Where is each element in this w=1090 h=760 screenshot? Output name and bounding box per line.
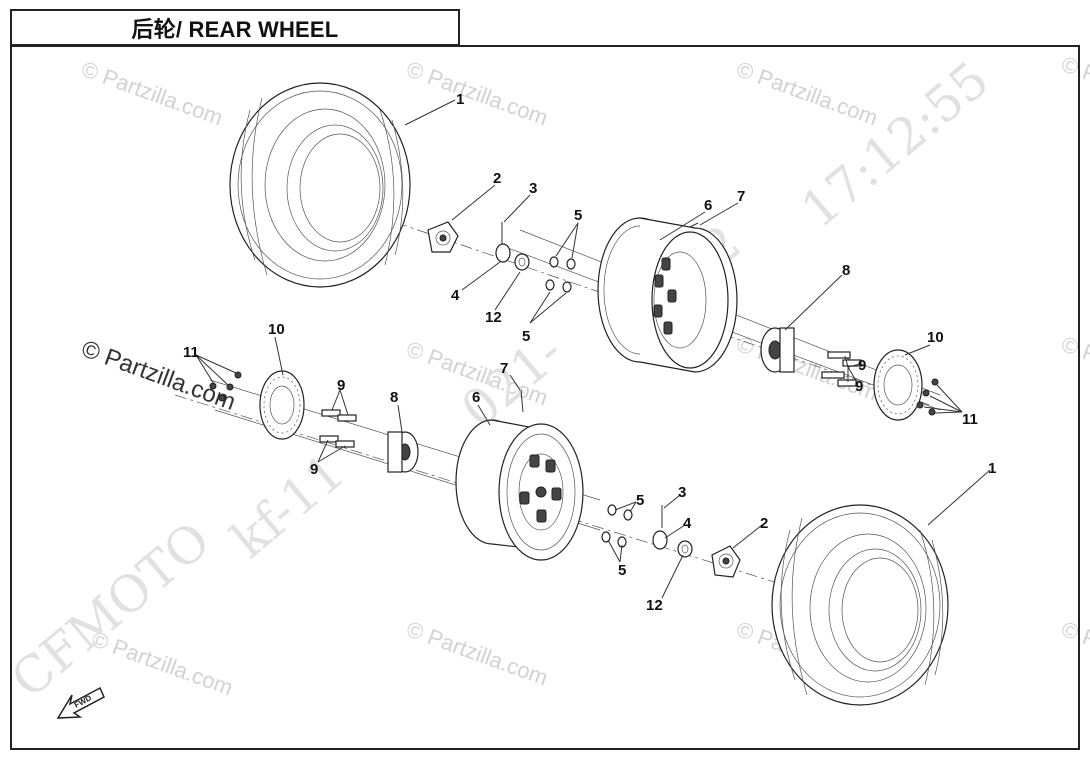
watermark-partzilla: © Partzilla.com (403, 616, 551, 690)
studs-upper (821, 351, 862, 387)
watermark-time: 17:12:55 (790, 50, 999, 239)
callout-4: 4 (451, 287, 460, 304)
callout-4: 4 (683, 515, 692, 532)
nut-upper (495, 243, 511, 263)
rim-upper (597, 217, 738, 373)
callout-11: 11 (962, 411, 978, 428)
callout-6: 6 (472, 389, 480, 406)
callout-5: 5 (574, 207, 582, 224)
callout-3: 3 (529, 180, 537, 197)
watermark-partzilla: © Partzilla.com (403, 56, 551, 130)
valve-upper (689, 222, 699, 228)
callout-11: 11 (183, 344, 199, 361)
callout-2: 2 (760, 515, 768, 532)
callout-9: 9 (858, 357, 866, 374)
brake-disc-upper (873, 349, 923, 421)
callout-6: 6 (704, 197, 712, 214)
watermark-partzilla: © Partzilla.com (1058, 51, 1090, 125)
bolts-lower (209, 371, 242, 402)
lug-nuts-lower (601, 504, 633, 548)
fwd-arrow-icon: FWD (56, 686, 105, 719)
watermark-partzilla-large: © Partzilla.com (78, 335, 239, 416)
callout-7: 7 (737, 188, 745, 205)
upper-assembly (229, 82, 941, 421)
rim-lower (455, 419, 584, 561)
callout-8: 8 (390, 389, 398, 406)
callout-2: 2 (493, 170, 501, 187)
leader-lines (195, 99, 991, 599)
bolts-upper (916, 378, 939, 416)
diagram-frame (10, 45, 1080, 750)
valve-lower (520, 389, 524, 413)
brake-disc-lower (259, 370, 305, 440)
lug-nuts-upper (545, 256, 576, 293)
wheel-hub-upper (760, 327, 795, 373)
callout-8: 8 (842, 262, 850, 279)
title-box: 后轮/ REAR WHEEL (10, 9, 460, 46)
callout-3: 3 (678, 484, 686, 501)
watermark-partzilla: © Partzilla.com (1058, 331, 1090, 405)
hub-lower (711, 545, 741, 578)
washer-upper (514, 253, 530, 271)
tire-lower (771, 504, 949, 706)
callout-5: 5 (522, 328, 530, 345)
page-title: 后轮/ REAR WHEEL (131, 16, 339, 42)
callout-7: 7 (500, 360, 508, 377)
hub-upper (427, 221, 459, 253)
callout-12: 12 (485, 309, 502, 326)
nut-lower (652, 530, 668, 550)
watermark-partzilla: © Partzilla.com (1058, 616, 1090, 690)
callout-10: 10 (927, 329, 944, 346)
callout-1: 1 (456, 91, 464, 108)
callout-5: 5 (636, 492, 644, 509)
callout-9: 9 (855, 378, 863, 395)
tire-upper (229, 82, 411, 288)
callout-labels: 1 2 3 4 5 5 6 7 8 9 9 10 11 12 10 11 9 9… (183, 91, 996, 614)
watermark-date: 021- (450, 323, 573, 440)
callout-12: 12 (646, 597, 663, 614)
washer-lower (677, 540, 693, 558)
callout-10: 10 (268, 321, 285, 338)
callout-1: 1 (988, 460, 996, 477)
studs-lower (319, 409, 357, 448)
callout-9: 9 (337, 377, 345, 394)
wheel-hub-lower (387, 431, 419, 473)
watermark-partzilla: © Partzilla.com (733, 56, 881, 130)
lower-assembly (174, 370, 949, 706)
watermark-partzilla: © Partzilla.com (78, 56, 226, 130)
callout-5: 5 (618, 562, 626, 579)
watermark-code: kf-11 (220, 443, 355, 569)
callout-9: 9 (310, 461, 318, 478)
